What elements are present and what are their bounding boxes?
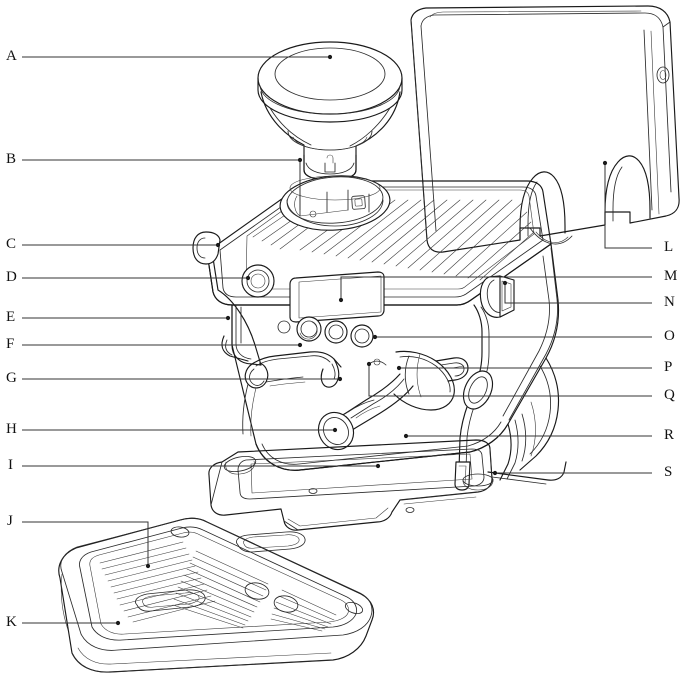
callout-label-q: Q: [664, 387, 676, 403]
leader-j-drip-tray-grate: [22, 521, 149, 566]
leader-dot-g: [337, 376, 343, 382]
leader-dot-q: [366, 361, 372, 367]
leader-dot-b: [297, 157, 303, 163]
water-tank-group: [410, 5, 680, 253]
leader-dot-s: [492, 470, 498, 476]
callout-label-b: B: [6, 151, 17, 167]
drip-tray-grate-slats: [99, 541, 337, 632]
callout-leader-lines: [22, 54, 652, 626]
leader-b-bean-hopper-seat-grinder: [22, 159, 301, 210]
callout-label-e: E: [6, 309, 16, 325]
removable-drip-tray-group: [58, 517, 375, 673]
leader-m-lcd-display: [340, 276, 652, 300]
callout-label-m: M: [664, 268, 678, 284]
leader-dot-o: [372, 334, 378, 340]
drip-tray-platform-group: [208, 439, 494, 531]
callout-label-p: P: [664, 359, 673, 375]
leader-dot-j: [145, 563, 151, 569]
callout-label-k: K: [6, 614, 18, 630]
leader-dot-c: [215, 242, 221, 248]
leader-dot-l: [602, 160, 608, 166]
callout-label-g: G: [6, 370, 18, 386]
leader-dot-i: [375, 463, 381, 469]
leader-dot-m: [338, 297, 344, 303]
leader-q-hot-water-outlet: [368, 364, 652, 397]
leader-dot-f: [297, 342, 303, 348]
leader-dot-d: [245, 275, 251, 281]
leader-l-water-tank: [604, 163, 652, 249]
leader-n-steam-dial: [504, 283, 652, 304]
machine-body-group: [192, 231, 567, 491]
callout-label-j: J: [7, 513, 14, 529]
callout-label-o: O: [664, 328, 676, 344]
leader-dot-p: [396, 365, 402, 371]
bean-hopper-group: [257, 41, 403, 181]
leader-dot-n: [502, 280, 508, 286]
leader-dot-k: [115, 620, 121, 626]
callout-label-l: L: [664, 239, 674, 255]
callout-label-s: S: [664, 464, 673, 480]
leader-dot-a: [327, 54, 333, 60]
machine-top-group: [206, 175, 552, 306]
callout-label-n: N: [664, 294, 676, 310]
callout-label-h: H: [6, 421, 18, 437]
callout-label-r: R: [664, 427, 675, 443]
callout-label-i: I: [8, 457, 14, 473]
callout-label-a: A: [6, 48, 18, 64]
callout-label-f: F: [6, 336, 15, 352]
callout-label-c: C: [6, 236, 17, 252]
callout-label-d: D: [6, 269, 18, 285]
leader-dot-h: [332, 427, 338, 433]
leader-dot-r: [403, 433, 409, 439]
leader-dot-e: [225, 315, 231, 321]
